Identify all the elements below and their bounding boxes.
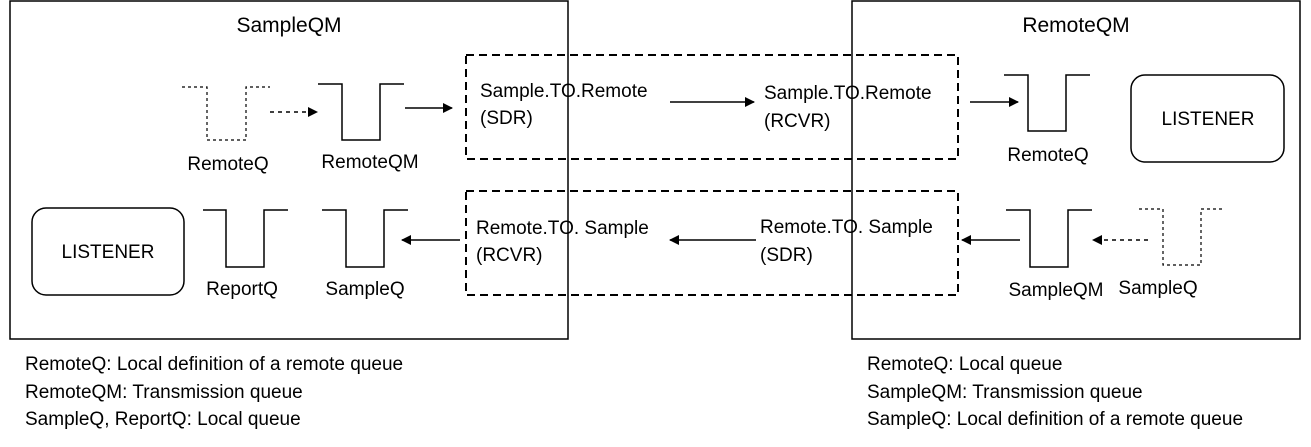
listener-box-left (31, 207, 185, 296)
legend-right-line-1: RemoteQ: Local queue (867, 354, 1062, 375)
channel-top-left-name: Sample.TO.Remote (480, 81, 648, 102)
xmit-q-icon-right (1006, 209, 1092, 268)
legend-right-line-2: SampleQM: Transmission queue (867, 382, 1143, 403)
left-qm-title: SampleQM (236, 14, 341, 37)
legend-left: RemoteQ: Local definition of a remote qu… (25, 354, 403, 430)
legend-left-line-2: RemoteQM: Transmission queue (25, 382, 303, 403)
remote-q-label-left: RemoteQ (187, 154, 268, 175)
channel-box-top (465, 54, 959, 160)
remote-q-icon-left (182, 86, 270, 141)
sample-q-label-right: SampleQ (1118, 278, 1197, 299)
xmit-q-label-right: SampleQM (1008, 280, 1103, 301)
listener-label-left: LISTENER (62, 242, 155, 263)
sample-q-icon-left (322, 209, 408, 268)
queue-manager-box-left (9, 0, 569, 340)
channel-bottom-right-name: Remote.TO. Sample (760, 217, 933, 238)
channel-bottom-left-name: Remote.TO. Sample (476, 218, 649, 239)
queue-manager-box-right (851, 0, 1301, 340)
legend-right: RemoteQ: Local queue SampleQM: Transmiss… (867, 354, 1243, 430)
xmit-q-icon-left (318, 83, 404, 141)
legend-left-line-1: RemoteQ: Local definition of a remote qu… (25, 354, 403, 375)
sample-q-icon-right (1139, 208, 1225, 266)
channel-bottom-left-type: (RCVR) (476, 245, 543, 266)
sample-q-label-left: SampleQ (325, 279, 404, 300)
channel-top-right-name: Sample.TO.Remote (764, 83, 932, 104)
xmit-q-label-left: RemoteQM (321, 152, 418, 173)
channel-top-right-type: (RCVR) (764, 111, 831, 132)
right-qm-title: RemoteQM (1022, 14, 1129, 37)
channel-top-left-type: (SDR) (480, 108, 533, 129)
channel-box-bottom (465, 190, 959, 296)
legend-left-line-3: SampleQ, ReportQ: Local queue (25, 409, 301, 430)
listener-box-right (1130, 74, 1285, 163)
report-q-icon (203, 209, 288, 268)
remote-q-icon-right (1004, 74, 1090, 132)
legend-right-line-3: SampleQ: Local definition of a remote qu… (867, 409, 1243, 430)
listener-label-right: LISTENER (1162, 109, 1255, 130)
channel-bottom-right-type: (SDR) (760, 245, 813, 266)
remote-q-label-right: RemoteQ (1007, 145, 1088, 166)
report-q-label: ReportQ (206, 279, 278, 300)
